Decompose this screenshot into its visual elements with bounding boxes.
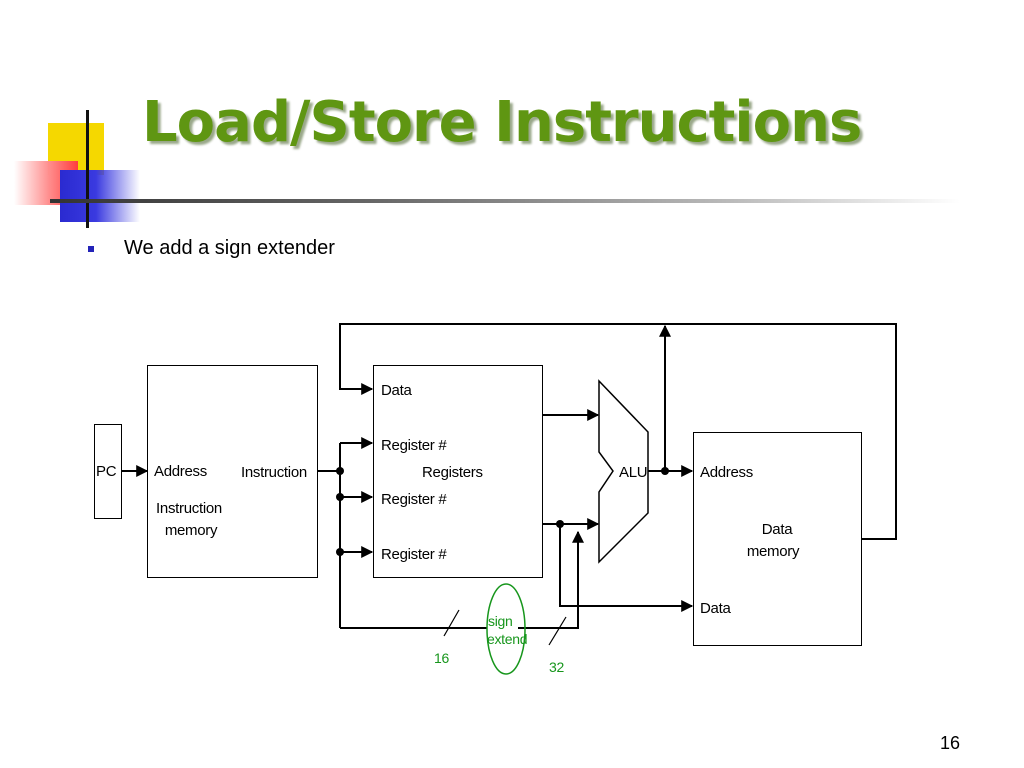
registers-name: Registers	[422, 464, 483, 481]
registers-box	[373, 365, 543, 578]
junction-dot	[556, 520, 564, 528]
wire-sign-extend-to-alu	[518, 530, 584, 629]
imem-name-line2: memory	[164, 522, 218, 539]
sign-extend-label-line2: extend	[487, 631, 528, 647]
registers-reg3-label: Register #	[381, 546, 447, 563]
slide-number: 16	[940, 733, 961, 753]
junction-dot	[336, 548, 344, 556]
dmem-name-line1: Data	[761, 521, 793, 538]
junction-dot	[661, 467, 669, 475]
registers-reg1-label: Register #	[381, 437, 447, 454]
decor-blue-square	[60, 170, 140, 222]
alu-label: ALU	[619, 464, 648, 481]
imem-name-line1: Instruction	[156, 500, 222, 517]
bus-width-32: 32	[549, 659, 564, 675]
dmem-address-label: Address	[700, 464, 753, 481]
bullet-marker-icon	[88, 246, 94, 252]
junction-dot	[336, 493, 344, 501]
sign-extend-ellipse	[486, 583, 526, 675]
dmem-data-label: Data	[700, 600, 731, 617]
slide-title: Load/Store Instructions	[142, 90, 862, 155]
data-memory-box	[693, 432, 862, 646]
pc-box	[94, 424, 122, 519]
tick-16	[443, 609, 460, 637]
imem-address-label: Address	[154, 463, 207, 480]
wire-writeback	[339, 323, 897, 540]
imem-instruction-label: Instruction	[241, 464, 307, 481]
bus-width-16: 16	[434, 650, 449, 666]
title-underline	[50, 199, 960, 203]
registers-data-label: Data	[381, 382, 412, 399]
wire-write-data	[559, 524, 694, 612]
decor-vertical-line	[86, 110, 89, 228]
instruction-memory-box	[147, 365, 318, 578]
tick-32	[548, 616, 567, 646]
registers-reg2-label: Register #	[381, 491, 447, 508]
pc-label: PC	[96, 463, 117, 480]
sign-extend-label-line1: sign	[488, 613, 513, 629]
bullet-item: We add a sign extender	[124, 237, 335, 259]
alu-shape	[598, 379, 649, 564]
junction-dot	[336, 467, 344, 475]
dmem-name-line2: memory	[746, 543, 800, 560]
